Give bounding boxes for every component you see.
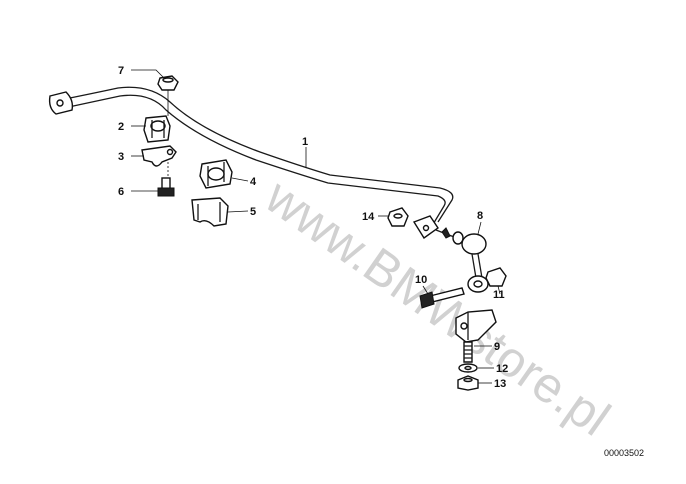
part-13-nut (457, 375, 479, 391)
stabilizer-bar (48, 86, 454, 240)
callout-5: 5 (250, 206, 256, 218)
callout-10: 10 (415, 274, 427, 286)
part-12-washer (458, 363, 478, 373)
part-7-nut (157, 75, 179, 91)
callout-6: 6 (118, 186, 124, 198)
callout-13: 13 (494, 378, 506, 390)
part-14-nut (387, 207, 409, 227)
callout-labels: 1 2 3 4 5 6 7 8 9 10 11 12 13 14 (118, 65, 508, 390)
part-5-bracket (191, 197, 229, 227)
callout-3: 3 (118, 151, 124, 163)
callout-14: 14 (362, 211, 375, 223)
part-6-bolt (157, 177, 175, 197)
part-9-mounting-bracket (455, 309, 497, 363)
callout-7: 7 (118, 65, 124, 77)
callout-8: 8 (477, 210, 483, 222)
leader-lines (131, 69, 501, 384)
callout-2: 2 (118, 121, 124, 133)
diagram-code: 00003502 (604, 448, 644, 458)
callout-4: 4 (250, 176, 257, 188)
part-11-nut (485, 267, 507, 287)
part-8-link-head (435, 227, 487, 255)
part-4-rubber-mount (199, 159, 233, 189)
part-3-bracket (141, 145, 177, 167)
watermark-text: www.BMWstore.pl (255, 168, 620, 447)
callout-1: 1 (302, 136, 308, 148)
link-rod (467, 253, 489, 293)
callout-12: 12 (496, 363, 508, 375)
callout-9: 9 (494, 341, 500, 353)
callout-11: 11 (493, 289, 505, 301)
part-2-rubber-mount (143, 115, 171, 143)
